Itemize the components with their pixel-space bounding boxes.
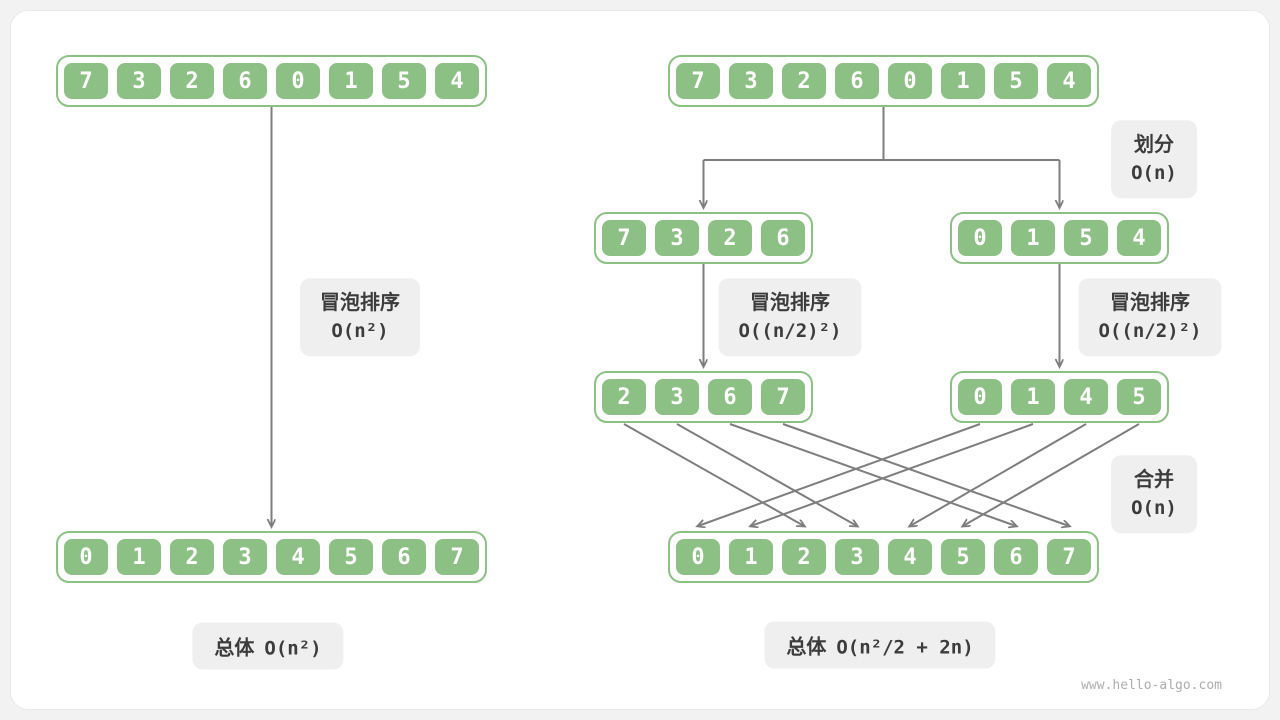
array-cell: 4 (276, 539, 320, 575)
array-cell: 5 (329, 539, 373, 575)
array-cell: 1 (1011, 379, 1055, 415)
array-cell: 7 (602, 220, 646, 256)
right-total-label: 总体 O(n²/2 + 2n) (764, 621, 996, 669)
array-cell: 1 (1011, 220, 1055, 256)
array-cell: 4 (888, 539, 932, 575)
array-cell: 0 (958, 220, 1002, 256)
array-cell: 5 (941, 539, 985, 575)
array-cell: 1 (329, 63, 373, 99)
array-cell: 7 (64, 63, 108, 99)
right-sort-left-complexity: O((n/2)²) (738, 320, 842, 343)
left-total-label: 总体 O(n²) (192, 622, 344, 670)
left-total-complexity: O(n²) (264, 637, 322, 660)
array-cell: 6 (223, 63, 267, 99)
array-cell: 5 (1117, 379, 1161, 415)
right-sort-right-title: 冒泡排序 (1109, 292, 1190, 315)
array-cell: 6 (994, 539, 1038, 575)
array-cell: 3 (655, 379, 699, 415)
array-cell: 2 (170, 63, 214, 99)
array-cell: 4 (1064, 379, 1108, 415)
array-cell: 6 (382, 539, 426, 575)
array-cell: 4 (435, 63, 479, 99)
watermark: www.hello-algo.com (1081, 678, 1222, 693)
partition-label-complexity: O(n) (1131, 162, 1177, 185)
partition-label: 划分 O(n) (1111, 120, 1197, 198)
array-cell: 0 (676, 539, 720, 575)
array-cell: 1 (941, 63, 985, 99)
merge-label: 合并 O(n) (1111, 455, 1197, 533)
merge-label-complexity: O(n) (1131, 497, 1177, 520)
array-cell: 5 (1064, 220, 1108, 256)
right-total-complexity: O(n²/2 + 2n) (836, 636, 974, 659)
merge-label-title: 合并 (1133, 469, 1174, 492)
array-cell: 7 (1047, 539, 1091, 575)
right-sort-label-left: 冒泡排序 O((n/2)²) (718, 278, 862, 356)
diagram-card (10, 10, 1270, 710)
left-sort-label-complexity: O(n²) (331, 320, 389, 343)
array-cell: 1 (117, 539, 161, 575)
array-cell: 7 (761, 379, 805, 415)
array-cell: 2 (782, 63, 826, 99)
array-cell: 2 (708, 220, 752, 256)
array-cell: 0 (276, 63, 320, 99)
array-cell: 2 (602, 379, 646, 415)
array-cell: 7 (676, 63, 720, 99)
array-cell: 3 (117, 63, 161, 99)
array-cell: 3 (655, 220, 699, 256)
array-cell: 4 (1047, 63, 1091, 99)
array-cell: 0 (888, 63, 932, 99)
array-cell: 2 (170, 539, 214, 575)
array-cell: 6 (708, 379, 752, 415)
array-cell: 2 (782, 539, 826, 575)
left-sort-label-title: 冒泡排序 (320, 292, 400, 315)
array-cell: 6 (761, 220, 805, 256)
array-cell: 3 (835, 539, 879, 575)
array-cell: 3 (729, 63, 773, 99)
array-cell: 0 (958, 379, 1002, 415)
array-cell: 5 (382, 63, 426, 99)
right-sort-label-right: 冒泡排序 O((n/2)²) (1078, 278, 1222, 356)
right-sort-left-title: 冒泡排序 (749, 292, 830, 315)
array-cell: 6 (835, 63, 879, 99)
left-sort-label: 冒泡排序 O(n²) (300, 278, 420, 356)
array-cell: 3 (223, 539, 267, 575)
array-cell: 7 (435, 539, 479, 575)
array-cell: 5 (994, 63, 1038, 99)
partition-label-title: 划分 (1133, 134, 1174, 157)
right-sort-right-complexity: O((n/2)²) (1098, 320, 1202, 343)
array-cell: 1 (729, 539, 773, 575)
right-total-prefix: 总体 (786, 636, 827, 659)
array-cell: 0 (64, 539, 108, 575)
left-total-prefix: 总体 (214, 637, 255, 660)
array-cell: 4 (1117, 220, 1161, 256)
